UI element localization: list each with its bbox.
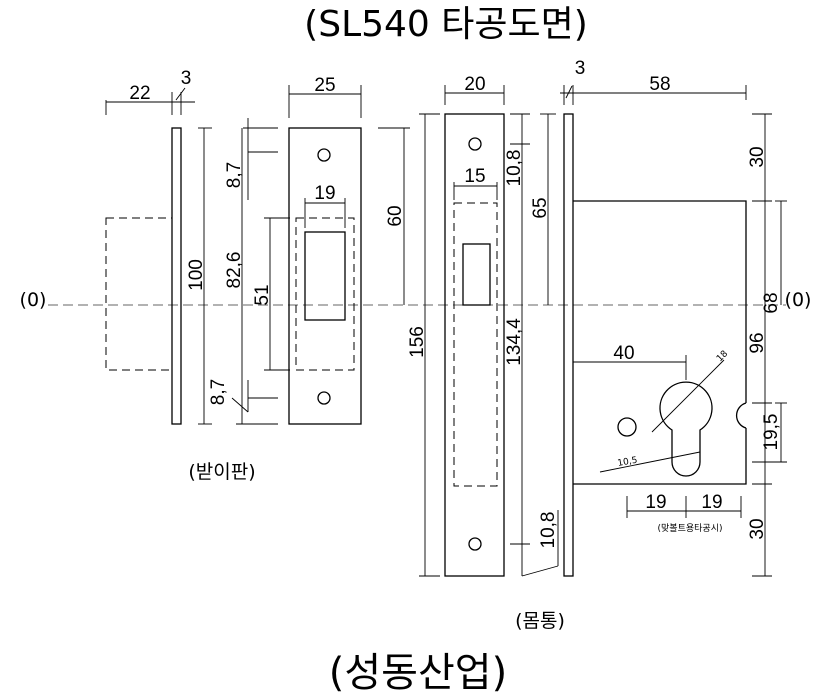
- dim-3-left: 3: [181, 68, 192, 89]
- lock-body-side-view: [560, 85, 787, 577]
- dim-60: 60: [385, 205, 406, 226]
- dim-22: 22: [129, 83, 150, 104]
- dim-96: 96: [747, 332, 768, 353]
- dim-134-4: 134,4: [504, 318, 525, 366]
- dim-10-8-top: 10,8: [504, 150, 525, 187]
- company-footer: (성동산업): [329, 650, 507, 696]
- dim-58: 58: [649, 74, 670, 95]
- dim-20: 20: [464, 74, 485, 95]
- dim-3-right: 3: [575, 58, 586, 79]
- dim-65-lines: [540, 113, 556, 305]
- zero-label-left: (0): [20, 289, 47, 311]
- dim-25: 25: [314, 75, 335, 96]
- body-label: (몸통): [515, 610, 565, 632]
- strike-plate-side-view: [105, 87, 212, 425]
- dim-65: 65: [530, 197, 551, 218]
- dim-19-slot: 19: [314, 183, 335, 204]
- dim-10-8-bottom: 10,8: [538, 512, 559, 549]
- dim-51: 51: [252, 284, 273, 305]
- dim-18-diameter: 18: [715, 349, 730, 364]
- dim-40: 40: [613, 343, 634, 364]
- dim-30-bottom: 30: [747, 518, 768, 539]
- dim-30-top: 30: [747, 146, 768, 167]
- dim-82-6: 82,6: [224, 252, 245, 289]
- strike-plate-front-view: [231, 85, 410, 425]
- dim-19-5: 19,5: [761, 414, 782, 451]
- dim-19-left-hole: 19: [645, 492, 666, 513]
- dim-8-7-top: 8,7: [224, 162, 245, 188]
- dim-156: 156: [407, 326, 428, 358]
- dim-68: 68: [761, 292, 782, 313]
- bolt-note-label: (맞볼트용타공시): [658, 522, 723, 534]
- zero-label-right: (0): [785, 289, 812, 311]
- strike-plate-label: (받이판): [188, 461, 255, 483]
- lock-faceplate-front-view: [419, 85, 559, 577]
- dim-15: 15: [464, 166, 485, 187]
- dim-8-7-bottom: 8,7: [208, 379, 229, 405]
- dim-10-5-diameter: 10,5: [617, 456, 638, 469]
- dim-19-right-hole: 19: [701, 492, 722, 513]
- dim-100: 100: [186, 259, 207, 291]
- drawing-title: (SL540 타공도면): [304, 4, 588, 45]
